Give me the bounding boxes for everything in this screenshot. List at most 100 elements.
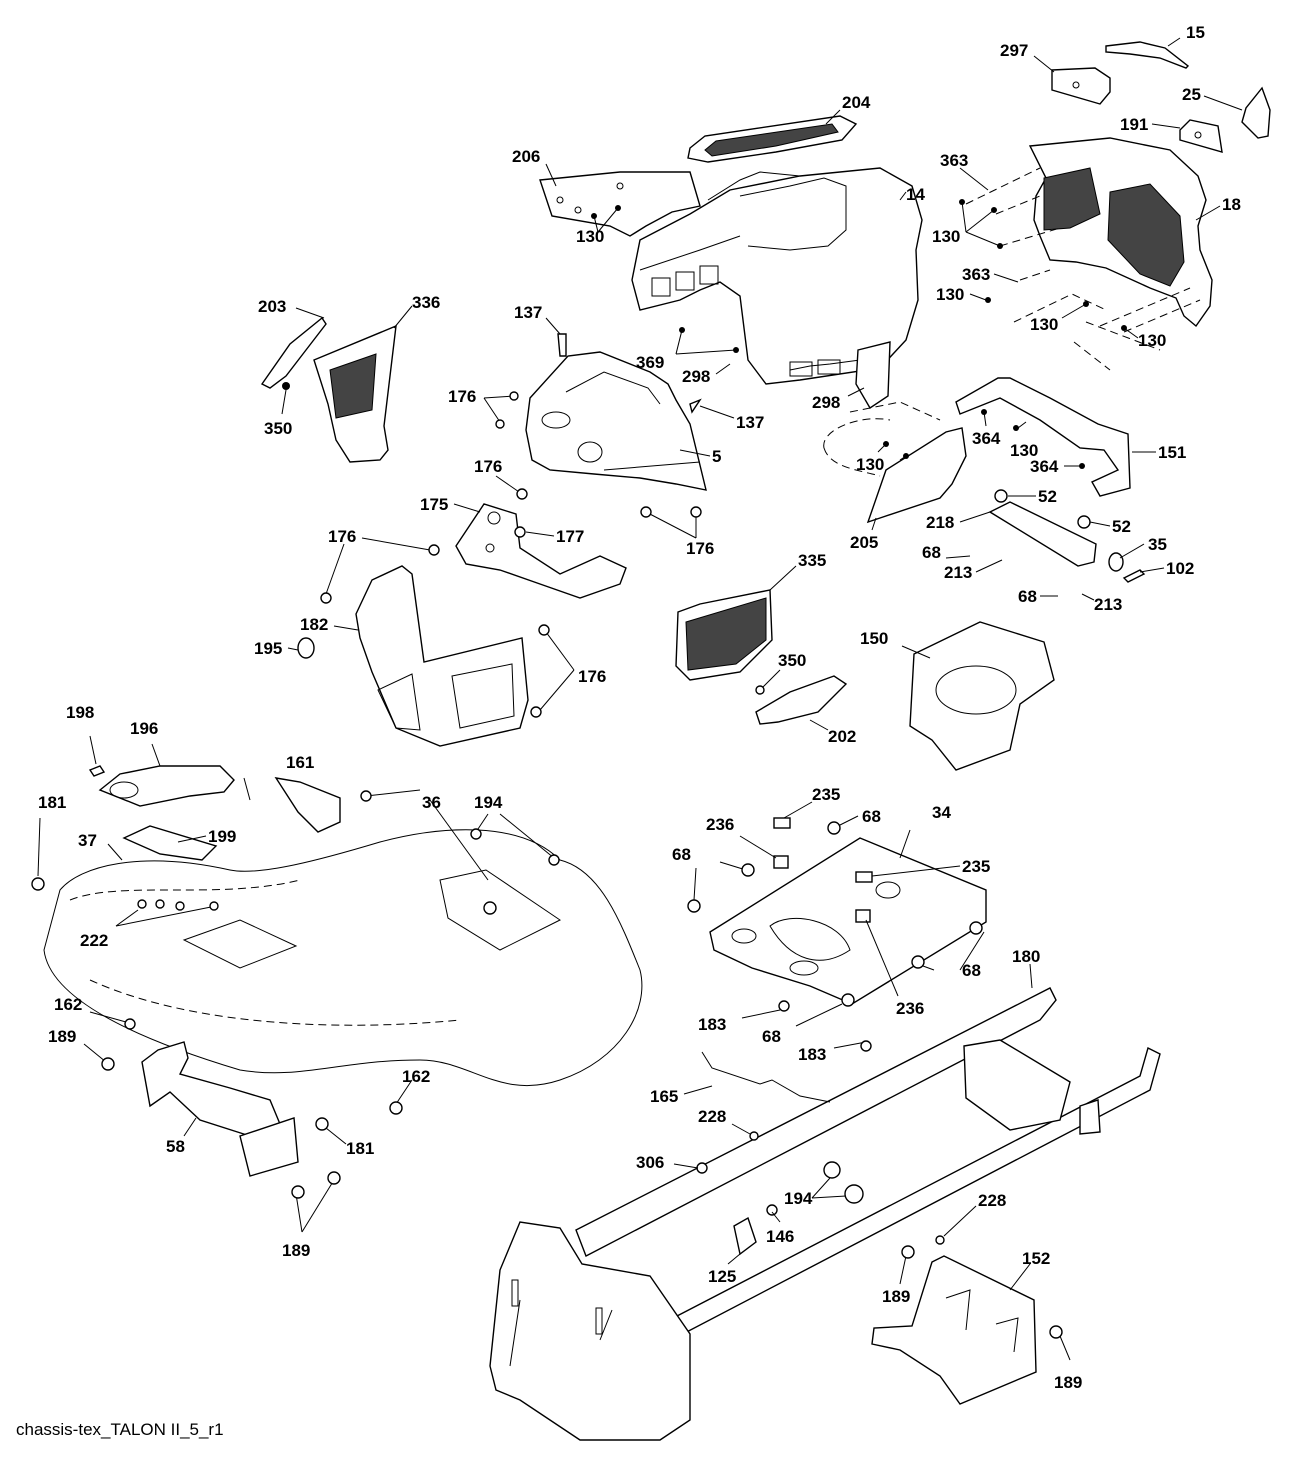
part-cover-152 bbox=[871, 1255, 1037, 1405]
part-rod-165 bbox=[701, 1051, 831, 1103]
part-washer-35 bbox=[1108, 552, 1124, 572]
callout-130e: 130 bbox=[1138, 331, 1166, 350]
callout-364b: 364 bbox=[1030, 457, 1059, 476]
callout-102: 102 bbox=[1166, 559, 1194, 578]
callout-183b: 183 bbox=[798, 1045, 826, 1064]
callouts: 15 297 25 191 204 206 14 363 130 18 130 … bbox=[37, 23, 1243, 1392]
callout-15: 15 bbox=[1186, 23, 1205, 42]
part-clip-181b bbox=[315, 1117, 329, 1131]
callout-68b: 68 bbox=[1018, 587, 1037, 606]
part-plug-195 bbox=[297, 637, 315, 659]
callout-125: 125 bbox=[708, 1267, 736, 1286]
callout-52a: 52 bbox=[1038, 487, 1057, 506]
callout-363a: 363 bbox=[940, 151, 968, 170]
callout-176d: 176 bbox=[328, 527, 356, 546]
callout-198: 198 bbox=[66, 703, 94, 722]
callout-336: 336 bbox=[412, 293, 440, 312]
part-pin-137 bbox=[557, 333, 567, 357]
part-hood-14 bbox=[631, 167, 923, 409]
part-nut-236a bbox=[773, 855, 789, 869]
part-plate-199 bbox=[122, 825, 218, 861]
callout-146: 146 bbox=[766, 1227, 794, 1246]
part-lens-25 bbox=[1241, 86, 1271, 139]
part-bracket-175 bbox=[455, 503, 627, 599]
diagram-caption: chassis-tex_TALON II_5_r1 bbox=[16, 1420, 224, 1439]
part-nut-350a bbox=[282, 382, 290, 390]
callout-151: 151 bbox=[1158, 443, 1186, 462]
callout-204: 204 bbox=[842, 93, 871, 112]
callout-205: 205 bbox=[850, 533, 878, 552]
callout-52b: 52 bbox=[1112, 517, 1131, 536]
callout-222: 222 bbox=[80, 931, 108, 950]
part-nut-306 bbox=[696, 1162, 708, 1174]
callout-18: 18 bbox=[1222, 195, 1241, 214]
callout-152: 152 bbox=[1022, 1249, 1050, 1268]
callout-218: 218 bbox=[926, 513, 954, 532]
callout-194b: 194 bbox=[784, 1189, 813, 1208]
part-headlight-297 bbox=[1051, 67, 1111, 105]
callout-175: 175 bbox=[420, 495, 448, 514]
callout-364a: 364 bbox=[972, 429, 1001, 448]
callout-68a: 68 bbox=[922, 543, 941, 562]
part-seat-plate-34 bbox=[709, 837, 987, 1005]
callout-189d: 189 bbox=[1054, 1373, 1082, 1392]
callout-183a: 183 bbox=[698, 1015, 726, 1034]
callout-130g: 130 bbox=[856, 455, 884, 474]
part-spacer-235b bbox=[855, 871, 873, 883]
callout-130d: 130 bbox=[1030, 315, 1058, 334]
callout-162b: 162 bbox=[402, 1067, 430, 1086]
callout-130a: 130 bbox=[932, 227, 960, 246]
part-clip-198 bbox=[88, 765, 106, 777]
callout-350b: 350 bbox=[778, 651, 806, 670]
part-cover-196 bbox=[98, 765, 235, 807]
part-bumper-125 bbox=[733, 1216, 757, 1256]
part-grille-204 bbox=[687, 115, 858, 163]
part-baffle-150 bbox=[909, 621, 1055, 771]
callout-228a: 228 bbox=[698, 1107, 726, 1126]
callout-68e: 68 bbox=[962, 961, 981, 980]
callout-130f: 130 bbox=[1010, 441, 1038, 460]
callout-137b: 137 bbox=[736, 413, 764, 432]
callout-202: 202 bbox=[828, 727, 856, 746]
part-nut-177 bbox=[514, 526, 526, 538]
callout-306: 306 bbox=[636, 1153, 664, 1172]
part-nut-236b bbox=[855, 909, 871, 923]
callout-235a: 235 bbox=[812, 785, 840, 804]
part-fender-37 bbox=[43, 829, 643, 1086]
callout-176a: 176 bbox=[448, 387, 476, 406]
callout-298b: 298 bbox=[812, 393, 840, 412]
callout-228b: 228 bbox=[978, 1191, 1006, 1210]
callout-236b: 236 bbox=[896, 999, 924, 1018]
callout-176e: 176 bbox=[578, 667, 606, 686]
callout-297: 297 bbox=[1000, 41, 1028, 60]
callout-137a: 137 bbox=[514, 303, 542, 322]
part-side-panel-336 bbox=[313, 324, 397, 463]
callout-213b: 213 bbox=[1094, 595, 1122, 614]
callout-161: 161 bbox=[286, 753, 314, 772]
part-clip-137b bbox=[689, 398, 702, 414]
part-panel-206 bbox=[539, 171, 701, 237]
part-lens-15 bbox=[1105, 41, 1190, 69]
callout-58: 58 bbox=[166, 1137, 185, 1156]
callout-189a: 189 bbox=[48, 1027, 76, 1046]
callout-176b: 176 bbox=[474, 457, 502, 476]
callout-335: 335 bbox=[798, 551, 826, 570]
callout-181a: 181 bbox=[38, 793, 66, 812]
callout-350a: 350 bbox=[264, 419, 292, 438]
part-bushing-194b bbox=[844, 1184, 864, 1204]
callout-182: 182 bbox=[300, 615, 328, 634]
part-bracket-202 bbox=[755, 675, 848, 725]
callout-14: 14 bbox=[906, 185, 925, 204]
callout-165: 165 bbox=[650, 1087, 678, 1106]
part-side-panel-335 bbox=[675, 589, 773, 681]
callout-181b: 181 bbox=[346, 1139, 374, 1158]
fasteners bbox=[101, 199, 1127, 1339]
callout-206: 206 bbox=[512, 147, 540, 166]
part-trim-161 bbox=[274, 777, 341, 833]
callout-189c: 189 bbox=[882, 1287, 910, 1306]
part-nut-52a bbox=[994, 489, 1008, 503]
callout-176c: 176 bbox=[686, 539, 714, 558]
callout-236a: 236 bbox=[706, 815, 734, 834]
callout-35: 35 bbox=[1148, 535, 1167, 554]
